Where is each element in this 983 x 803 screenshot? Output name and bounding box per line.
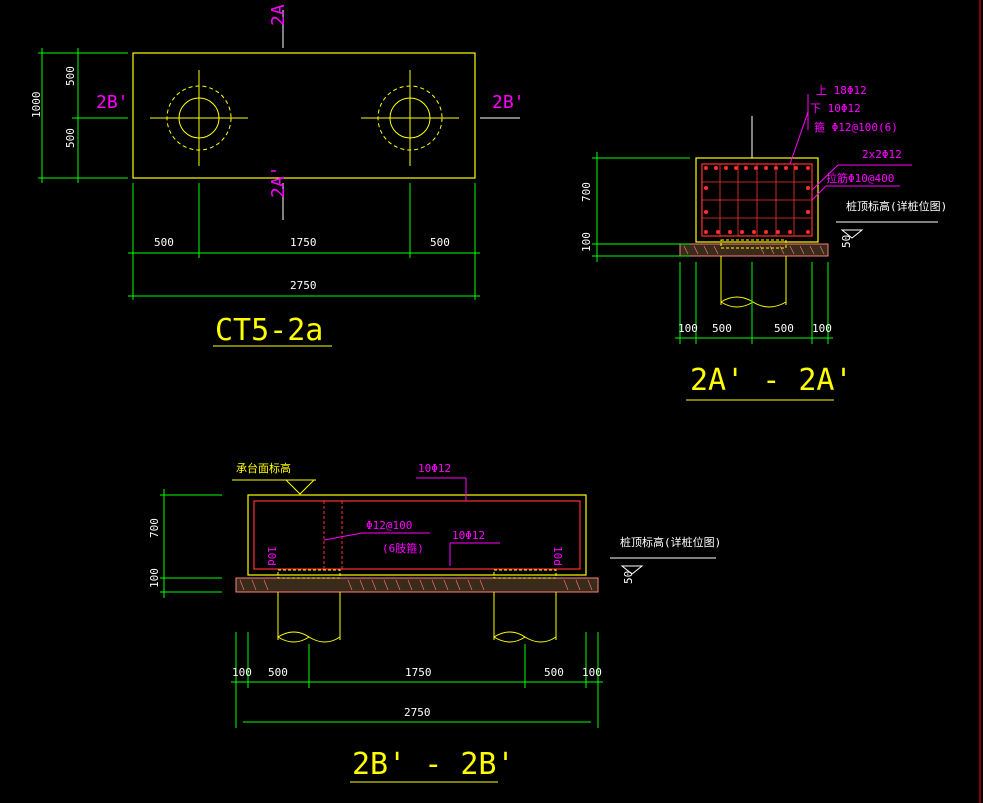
- note-top-bars-b: 10Φ12: [418, 462, 451, 475]
- note-top-bars: 上 18Φ12: [816, 84, 867, 97]
- pile-left: [150, 70, 248, 166]
- section-b-title: 2B' - 2B': [352, 747, 515, 782]
- pile-head-embed: [720, 239, 787, 249]
- pile-top-marker-a: [840, 229, 864, 239]
- dim-b-cushion: 100: [148, 568, 161, 588]
- section-a-title: 2A' - 2A': [690, 363, 853, 398]
- dim-b-total: 2750: [404, 706, 431, 719]
- plan-horizontal-dims: [128, 183, 480, 300]
- section-b-view: 承台面标高 10Φ12 Φ12@100 (6肢箍) 10Φ12 10d 10d …: [148, 461, 721, 783]
- note-anchor-right: 10d: [551, 546, 564, 566]
- cushion-hatch: [683, 245, 825, 255]
- section-b-vertical-dims: [160, 489, 222, 598]
- section-a-horizontal-dims: [675, 262, 833, 344]
- section-b-leaders: [323, 477, 500, 566]
- dim-b-height: 700: [148, 518, 161, 538]
- dim-middle: 1750: [290, 236, 317, 249]
- section-a-view: 上 18Φ12 下 10Φ12 箍 Φ12@100(6) 2x2Φ12 拉筋Φ1…: [580, 84, 947, 401]
- section-mark-a-bottom: 2A': [268, 165, 289, 198]
- dim-right: 500: [430, 236, 450, 249]
- section-a-leaders: [789, 94, 912, 201]
- cushion-layer-b: [235, 577, 599, 593]
- cushion-hatch-b: [239, 579, 593, 591]
- dim-half-bottom: 500: [64, 128, 77, 148]
- dim-half-top: 500: [64, 66, 77, 86]
- note-stirrup: 箍 Φ12@100(6): [814, 120, 898, 134]
- section-mark-b-right: 2B': [492, 92, 525, 113]
- pile-body: [720, 256, 787, 308]
- cap-section-outline: [695, 157, 819, 243]
- note-stirrup-b: Φ12@100: [366, 519, 412, 532]
- plan-vertical-dims: [38, 48, 128, 183]
- pile-cap-outline: [132, 52, 476, 179]
- pile-right: [361, 70, 459, 166]
- dim-b-right-edge: 100: [582, 666, 602, 679]
- dim-b-left: 500: [268, 666, 288, 679]
- note-pile-top-a: 桩顶标高(详桩位图): [846, 199, 947, 213]
- dim-a-height: 700: [580, 182, 593, 202]
- dim-b-right: 500: [544, 666, 564, 679]
- dim-a-right: 500: [774, 322, 794, 335]
- note-side-bars: 2x2Φ12: [862, 148, 902, 161]
- dim-total-height: 1000: [30, 92, 43, 119]
- note-pile-top-b: 桩顶标高(详桩位图): [620, 535, 721, 549]
- dim-left: 500: [154, 236, 174, 249]
- note-bottom-bars-b: 10Φ12: [452, 529, 485, 542]
- note-pile-embed-a: 50: [840, 235, 853, 248]
- plan-view: 2A' 2A' 2B' 2B' 1000 500 500 500 1750 50…: [30, 0, 525, 348]
- dim-a-left-edge: 100: [678, 322, 698, 335]
- pile-b-left: [277, 569, 341, 643]
- cap-top-marker: [284, 479, 316, 495]
- note-pile-embed-b: 50: [622, 571, 635, 584]
- pile-top-marker-b: [620, 565, 644, 575]
- rebar-dots: [704, 166, 810, 234]
- dim-b-middle: 1750: [405, 666, 432, 679]
- plan-title: CT5-2a: [215, 313, 323, 348]
- section-b-horizontal-dims: [231, 632, 603, 728]
- note-stirrup-legs-b: (6肢箍): [382, 541, 424, 555]
- section-mark-b-left: 2B': [96, 92, 129, 113]
- rebar-grid: [702, 164, 812, 236]
- dim-a-right-edge: 100: [812, 322, 832, 335]
- dim-a-left: 500: [712, 322, 732, 335]
- section-mark-a-top: 2A': [268, 0, 289, 26]
- pile-b-right: [493, 569, 557, 643]
- note-anchor-left: 10d: [265, 546, 278, 566]
- cushion-layer: [679, 243, 829, 257]
- section-a-vertical-dims: [592, 152, 690, 262]
- dim-total: 2750: [290, 279, 317, 292]
- note-bottom-bars: 下 10Φ12: [810, 102, 861, 115]
- dim-a-cushion: 100: [580, 232, 593, 252]
- cap-section-b-outline: [247, 494, 587, 576]
- rebar-cage-b: [253, 500, 581, 570]
- dim-b-left-edge: 100: [232, 666, 252, 679]
- note-cap-top: 承台面标高: [236, 461, 291, 475]
- note-tie-bars: 拉筋Φ10@400: [826, 171, 894, 185]
